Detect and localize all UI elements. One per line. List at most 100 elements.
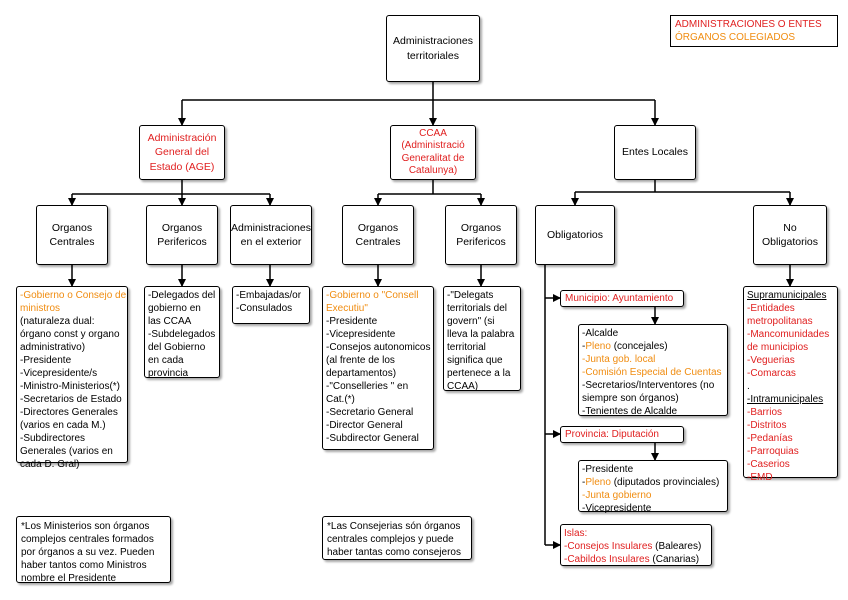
list-item: (al frente de los bbox=[326, 355, 395, 366]
list-item: de municipios bbox=[747, 342, 809, 353]
list-item: -Parroquias bbox=[747, 446, 799, 457]
list-item: del Gobierno bbox=[148, 342, 206, 353]
age-centrales-list: -Gobierno o Consejo de ministros (natura… bbox=[16, 286, 128, 470]
list-item: -Comisión Especial de Cuentas bbox=[582, 367, 722, 378]
ccaa-centrales-list: -Gobierno o "Consell Executiu" -Presiden… bbox=[322, 286, 434, 450]
islas-label: Islas: bbox=[564, 528, 588, 539]
list-item: administrativo) bbox=[20, 342, 86, 353]
list-item: -Vicepresidente/s bbox=[20, 368, 98, 379]
age-administraciones-exterior: Administraciones en el exterior bbox=[230, 205, 312, 265]
list-item: Executiu" bbox=[326, 303, 368, 314]
age-exterior-list: -Embajadas/or -Consulados bbox=[232, 286, 310, 324]
note-line: haber tantos como Ministros bbox=[21, 560, 147, 571]
legend-organos-label: ÓRGANOS COLEGIADOS bbox=[675, 32, 796, 43]
age-exterior-line1: Administraciones bbox=[231, 221, 311, 234]
list-item: -"Conselleries " en bbox=[326, 381, 409, 392]
ccaa-line1: CCAA bbox=[419, 127, 447, 139]
list-item: -Distritos bbox=[747, 420, 787, 431]
supramunicipales-heading: Supramunicipales bbox=[747, 290, 827, 301]
ccaa-centrales-line2: Centrales bbox=[355, 236, 401, 248]
list-item: -Directores Generales bbox=[20, 407, 118, 418]
list-item: (naturaleza dual: bbox=[20, 316, 95, 327]
age-exterior-line2: en el exterior bbox=[240, 236, 302, 248]
list-item: -Ministro-Ministerios(*) bbox=[20, 381, 121, 392]
list-item: -Gobierno o "Consell bbox=[326, 290, 419, 301]
age-centrales-line2: Centrales bbox=[49, 236, 95, 248]
age-line3: Estado (AGE) bbox=[149, 160, 215, 173]
municipio-list: -Alcalde -Pleno (concejales) -Junta gob.… bbox=[578, 324, 728, 417]
list-item: -"Delegats bbox=[447, 290, 494, 301]
provincia-pleno: Pleno bbox=[585, 477, 611, 488]
provincia-list: -Presidente -Pleno (diputados provincial… bbox=[578, 460, 728, 514]
list-item: cada D. Gral) bbox=[20, 459, 80, 470]
list-item: provincia bbox=[148, 368, 189, 379]
no-oblig-line2: Obligatorios bbox=[761, 236, 819, 248]
consejos-insulares: -Consejos Insulares bbox=[564, 541, 653, 552]
list-item: -Subdelegados bbox=[148, 329, 216, 340]
note-line: nombre el Presidente bbox=[21, 573, 117, 584]
provincia-label: Provincia: Diputación bbox=[565, 429, 659, 440]
list-item: -Vicepresidente bbox=[326, 329, 396, 340]
legend-entes-label: ADMINISTRACIONES O ENTES bbox=[675, 19, 822, 30]
municipio-pleno-rest: (concejales) bbox=[610, 341, 668, 352]
provincia-pleno-rest: (diputados provinciales) bbox=[610, 477, 720, 488]
list-item: -Mancomunidades bbox=[747, 329, 830, 340]
list-item: Generales (varios en bbox=[20, 446, 113, 457]
list-item: -Barrios bbox=[747, 407, 783, 418]
list-item: Cat.(*) bbox=[326, 394, 355, 405]
list-item: gobierno en bbox=[148, 303, 201, 314]
consejos-insulares-rest: (Baleares) bbox=[652, 541, 702, 552]
no-oblig-line1: No bbox=[783, 221, 797, 234]
no-obligatorios-list: Supramunicipales -Entidades metropolitan… bbox=[743, 286, 838, 483]
ccaa-line3: Generalitat de bbox=[401, 152, 465, 164]
list-item: territorial bbox=[447, 342, 486, 353]
obligatorios-node: Obligatorios bbox=[535, 205, 615, 265]
legend: ADMINISTRACIONES O ENTES ÓRGANOS COLEGIA… bbox=[670, 15, 838, 47]
municipio-pleno-dash: - bbox=[582, 341, 586, 352]
list-item: -Pleno (diputados provinciales) bbox=[582, 476, 724, 489]
ccaa-perifericos-list: -"Delegats territorials del govern" (si … bbox=[443, 286, 521, 392]
note-line: complejos centrales formados bbox=[21, 534, 154, 545]
ccaa-perifericos-line2: Perifericos bbox=[456, 236, 506, 248]
municipio-node: Municipio: Ayuntamiento bbox=[560, 290, 684, 307]
list-item: -Presidente bbox=[326, 316, 378, 327]
list-item: govern" (si bbox=[447, 316, 495, 327]
list-item: departamentos) bbox=[326, 368, 397, 379]
entes-locales-node: Entes Locales bbox=[614, 125, 696, 180]
cabildos-insulares: -Cabildos Insulares bbox=[564, 554, 650, 565]
list-item: -Presidente bbox=[582, 464, 634, 475]
note-line: haber tantas como consejeros bbox=[327, 547, 461, 558]
provincia-node: Provincia: Diputación bbox=[560, 426, 684, 443]
list-item: -Consejos autonomicos bbox=[326, 342, 431, 353]
list-item: -Secretarios/Interventores (no bbox=[582, 380, 715, 391]
list-item: -Junta gob. local bbox=[582, 354, 656, 365]
list-item: -Embajadas/or bbox=[236, 290, 302, 301]
root-line2: territoriales bbox=[407, 49, 459, 62]
list-item: en cada bbox=[148, 355, 184, 366]
list-item: -Junta gobierno bbox=[582, 490, 652, 501]
ccaa-centrales-line1: Organos bbox=[357, 221, 399, 234]
list-item: órgano const y organo bbox=[20, 329, 120, 340]
list-item: -Caserios bbox=[747, 459, 790, 470]
intramunicipales-heading: -Intramunicipales bbox=[747, 394, 824, 405]
ccaa-line4: Catalunya) bbox=[408, 165, 458, 176]
list-item: -Comarcas bbox=[747, 368, 796, 379]
municipio-pleno: Pleno bbox=[585, 341, 611, 352]
list-item: significa que bbox=[447, 355, 503, 366]
age-centrales-line1: Organos bbox=[51, 221, 93, 234]
list-item: (varios en cada M.) bbox=[20, 420, 106, 431]
provincia-pleno-dash: - bbox=[582, 477, 586, 488]
age-perifericos-list: -Delegados del gobierno en las CCAA -Sub… bbox=[144, 286, 220, 379]
list-item: -Consejos Insulares (Baleares) bbox=[564, 540, 708, 553]
root-line1: Administraciones bbox=[393, 35, 473, 48]
list-item: -Cabildos Insulares (Canarias) bbox=[564, 553, 708, 566]
list-item: -Pleno (concejales) bbox=[582, 340, 724, 353]
list-separator: . bbox=[747, 381, 750, 392]
age-line1: Administración bbox=[147, 132, 217, 145]
